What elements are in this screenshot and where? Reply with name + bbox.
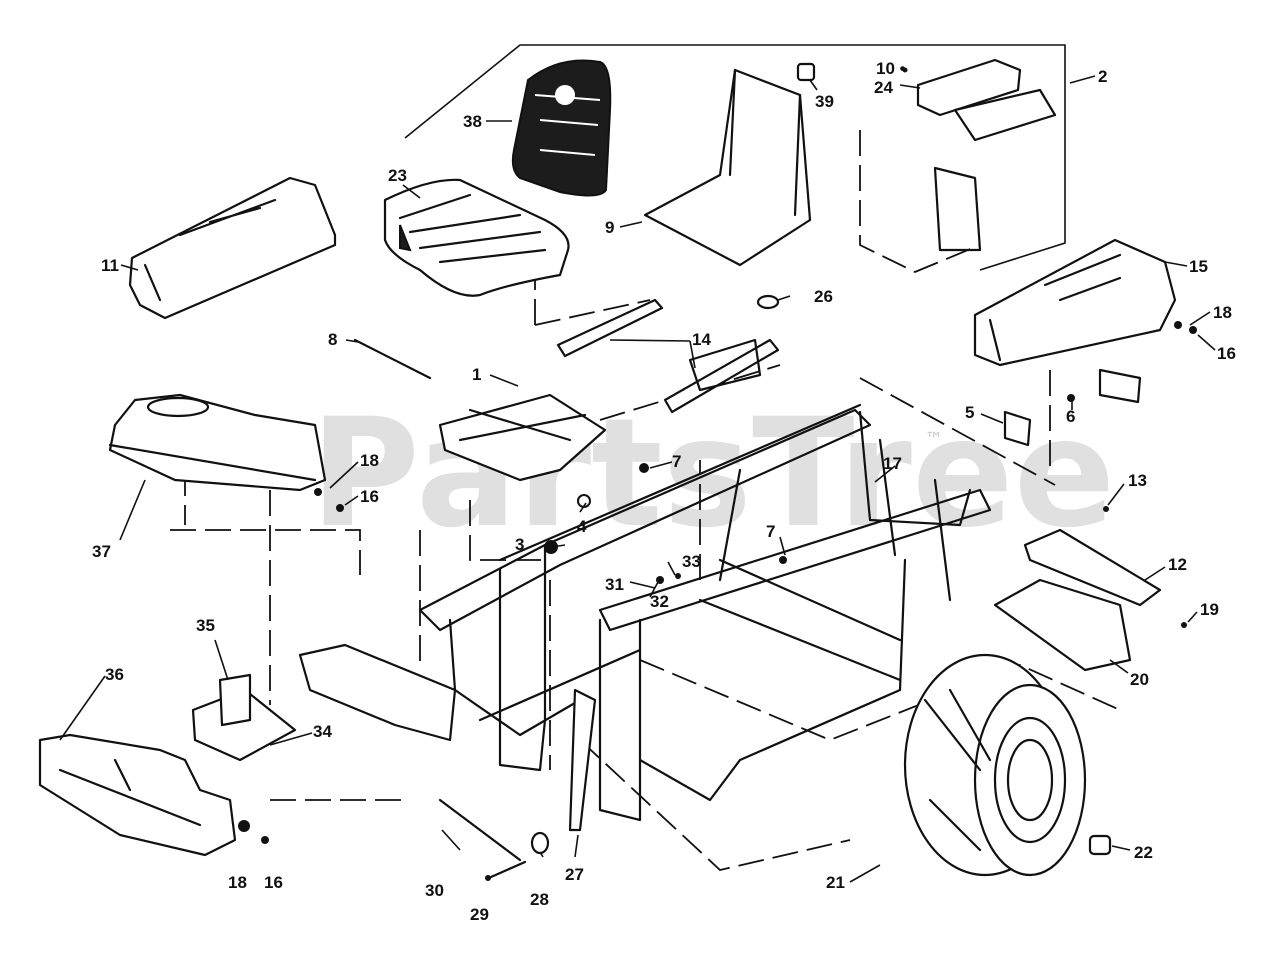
seat-back-part <box>511 59 612 197</box>
callout-5: 5 <box>965 403 974 422</box>
small-fastener-parts <box>485 688 597 881</box>
callout-28: 28 <box>530 890 549 909</box>
callout-18-middle: 18 <box>360 451 379 470</box>
callout-7-upper: 7 <box>672 452 681 471</box>
callout-11: 11 <box>101 256 119 275</box>
callout-33: 33 <box>682 552 701 571</box>
callout-16-middle: 16 <box>360 487 379 506</box>
callout-14: 14 <box>692 330 711 349</box>
callout-10: 10 • <box>876 59 906 78</box>
right-bracket-part <box>1003 368 1142 447</box>
assembly-dash-lines <box>170 44 1121 871</box>
callout-35: 35 <box>196 616 215 635</box>
callout-27: 27 <box>565 865 584 884</box>
callout-6: 6 <box>1066 407 1075 426</box>
callout-labels: 1 2 3 4 5 6 7 7 8 9 10 • 11 12 13 14 15 … <box>92 59 1236 924</box>
lower-skirt-part <box>38 733 237 857</box>
left-side-panel-part <box>128 176 337 320</box>
callout-19: 19 <box>1200 600 1219 619</box>
tire-part <box>903 653 1087 877</box>
callout-20: 20 <box>1130 670 1149 689</box>
callout-18-bottom: 18 <box>228 873 247 892</box>
fastener-dots <box>238 67 1197 844</box>
callout-17: 17 <box>883 454 902 473</box>
right-side-panel-part <box>973 238 1177 367</box>
callout-36: 36 <box>105 665 124 684</box>
callout-8: 8 <box>328 330 337 349</box>
callout-15: 15 <box>1189 257 1208 276</box>
cable-part <box>438 798 522 862</box>
callout-29: 29 <box>470 905 489 924</box>
callout-23: 23 <box>388 166 407 185</box>
callout-37: 37 <box>92 542 111 561</box>
watermark-trademark: ™ <box>925 429 943 450</box>
callout-30: 30 <box>425 881 444 900</box>
watermark-text: PartsTree <box>310 387 1115 561</box>
callout-18-right: 18 <box>1213 303 1232 322</box>
callout-26: 26 <box>814 287 833 306</box>
callout-2: 2 <box>1098 67 1107 86</box>
washer-part <box>756 294 780 310</box>
rear-bracket-part <box>191 643 457 762</box>
arm-rest-part <box>916 58 1057 252</box>
callout-39: 39 <box>815 92 834 111</box>
callout-16-bottom: 16 <box>264 873 283 892</box>
lug-nut-part <box>1088 834 1112 856</box>
callout-3: 3 <box>515 535 524 554</box>
left-fender-part <box>108 393 327 492</box>
callout-9: 9 <box>605 218 614 237</box>
callout-31: 31 <box>605 575 624 594</box>
knob-part <box>796 62 816 82</box>
callout-12: 12 <box>1168 555 1187 574</box>
callout-34: 34 <box>313 722 332 741</box>
callout-22: 22 <box>1134 843 1153 862</box>
callout-16-right: 16 <box>1217 344 1236 363</box>
callout-38: 38 <box>463 112 482 131</box>
seat-rail-part <box>556 298 780 414</box>
floor-plate-part <box>993 528 1162 672</box>
leader-lines <box>59 75 1216 883</box>
callout-21: 21 <box>826 873 845 892</box>
callout-13: 13 <box>1128 471 1147 490</box>
seat-bracket-part <box>438 393 607 482</box>
callout-1: 1 <box>472 365 481 384</box>
seat-cushion-part <box>383 178 570 297</box>
seat-pan-part <box>643 68 812 267</box>
callout-32: 32 <box>650 592 669 611</box>
callout-24: 24 <box>874 78 893 97</box>
callout-4: 4 <box>577 517 587 536</box>
callout-7-lower: 7 <box>766 522 775 541</box>
rod-part <box>353 338 432 380</box>
